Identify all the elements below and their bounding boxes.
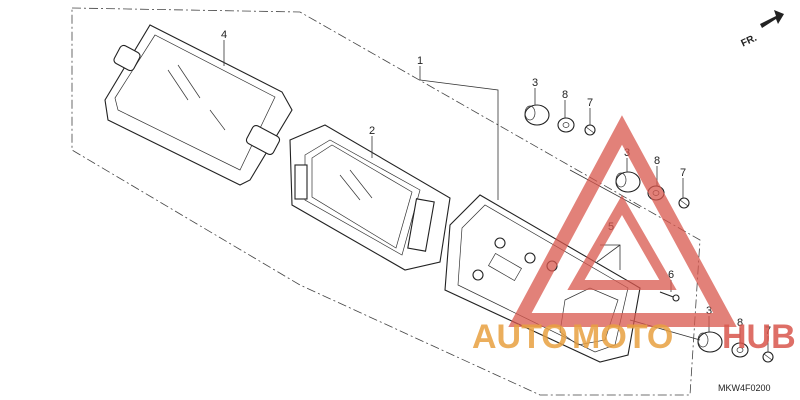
callout-8-upper: 8 — [562, 89, 568, 101]
callout-1: 1 — [417, 55, 423, 67]
part-grommet-lower — [697, 331, 723, 353]
watermark-text-auto: AUTO — [472, 318, 568, 356]
watermark-text-hub: HUB — [722, 318, 796, 356]
part-cover — [104, 24, 293, 186]
callout-8-middle: 8 — [654, 155, 660, 167]
callout-6: 6 — [668, 269, 674, 281]
part-small-screw — [659, 291, 680, 302]
part-screw-upper — [584, 124, 596, 136]
direction-arrow-icon — [760, 10, 784, 28]
callout-4: 4 — [221, 29, 227, 41]
part-display — [289, 124, 451, 271]
drawing-code: MKW4F0200 — [718, 383, 771, 393]
watermark-text: AUTO MOTO HUB — [472, 318, 796, 356]
direction-label: FR. — [739, 33, 758, 50]
callout-3-lower: 3 — [706, 305, 712, 317]
watermark-text-moto: MOTO — [572, 318, 673, 356]
part-washer-upper — [557, 117, 575, 133]
part-grommet-upper — [524, 104, 550, 126]
callout-3-upper: 3 — [532, 77, 538, 89]
assembly-frame — [71, 7, 701, 396]
callout-7-upper: 7 — [587, 97, 593, 109]
callout-7-lower: 7 — [765, 325, 771, 337]
callout-7-middle: 7 — [680, 167, 686, 179]
callout-8-lower: 8 — [737, 317, 743, 329]
callout-2: 2 — [369, 125, 375, 137]
direction-indicator: FR. — [739, 10, 784, 49]
part-screw-middle — [678, 197, 690, 209]
part-grommet-middle — [615, 171, 641, 193]
watermark-logo — [508, 115, 737, 327]
